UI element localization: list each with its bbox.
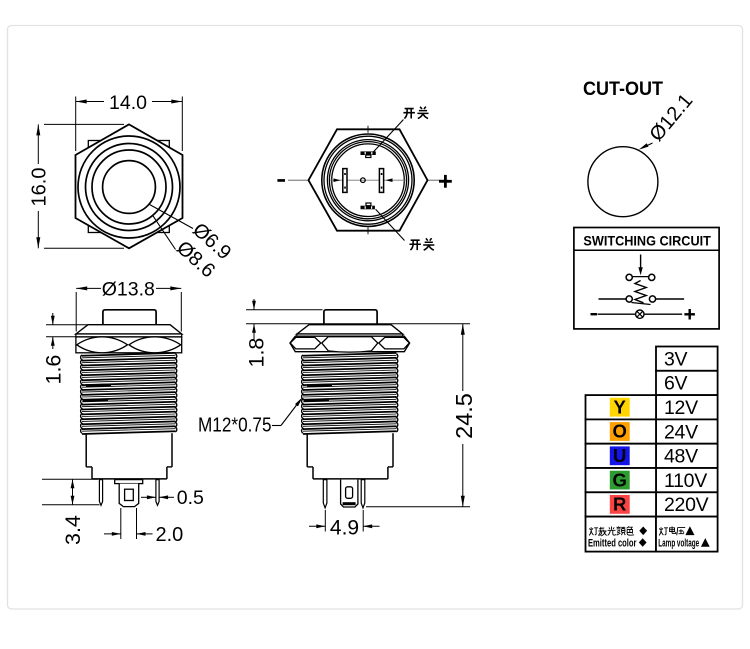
svg-text:M12*0.75: M12*0.75	[198, 415, 272, 437]
svg-text:SWITCHING CIRCUIT: SWITCHING CIRCUIT	[583, 234, 711, 250]
svg-text:3.4: 3.4	[61, 515, 85, 545]
svg-text:Lamp voltage: Lamp voltage	[658, 537, 699, 549]
svg-text:O: O	[613, 421, 627, 442]
svg-text:U: U	[613, 445, 626, 466]
svg-text:Ø13.8: Ø13.8	[102, 278, 155, 300]
svg-text:110V: 110V	[664, 470, 707, 492]
svg-text:48V: 48V	[664, 446, 698, 468]
svg-text:2.0: 2.0	[156, 524, 184, 546]
svg-text:CUT-OUT: CUT-OUT	[583, 78, 663, 100]
svg-text:Emitted color: Emitted color	[588, 537, 637, 549]
svg-text:24.5: 24.5	[451, 393, 477, 439]
svg-text:Y: Y	[614, 396, 627, 417]
svg-text:3V: 3V	[664, 348, 688, 370]
svg-text:14.0: 14.0	[109, 92, 147, 114]
svg-text:12V: 12V	[664, 397, 698, 419]
svg-text:6V: 6V	[664, 373, 688, 395]
svg-text:220V: 220V	[664, 494, 709, 516]
svg-text:24V: 24V	[664, 421, 698, 443]
svg-text:G: G	[613, 469, 627, 490]
svg-text:1.8: 1.8	[245, 338, 269, 368]
svg-text:4.9: 4.9	[330, 517, 359, 540]
svg-text:1.6: 1.6	[42, 355, 66, 385]
svg-text:R: R	[613, 494, 626, 515]
svg-text:0.5: 0.5	[177, 487, 204, 509]
svg-text:16.0: 16.0	[29, 168, 51, 207]
